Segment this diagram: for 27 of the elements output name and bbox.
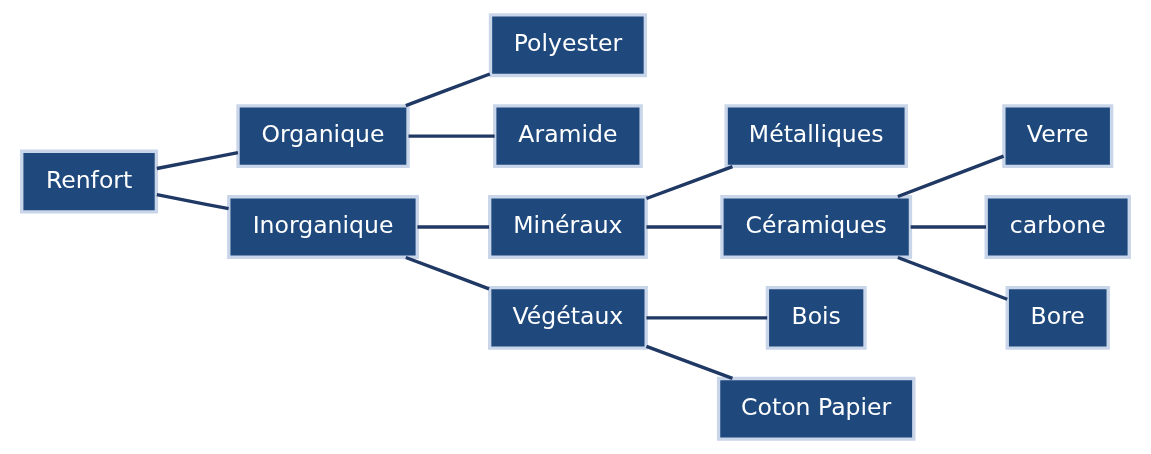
connector — [156, 150, 239, 171]
connector — [646, 225, 722, 229]
connector — [645, 344, 734, 380]
node-box: Polyester — [488, 13, 648, 78]
node-box: Métalliques — [724, 104, 908, 169]
connector — [646, 316, 768, 320]
node-box: Bore — [1005, 285, 1110, 350]
node-box: Renfort — [20, 149, 159, 214]
connector — [910, 225, 987, 229]
node-box: Aramide — [493, 104, 643, 169]
connector — [645, 164, 734, 201]
connector — [156, 192, 229, 211]
node-box: carbone — [984, 195, 1131, 259]
node-box: Minéraux — [487, 195, 648, 259]
connector — [405, 255, 490, 291]
node-box: Verre — [1002, 104, 1114, 169]
node-box: Céramiques — [720, 195, 913, 259]
node-box: Bois — [765, 285, 867, 350]
node-box: Organique — [236, 104, 410, 169]
node-box: Coton Papier — [716, 376, 916, 441]
node-box: Inorganique — [227, 195, 419, 259]
connector — [417, 225, 490, 229]
connector — [408, 134, 495, 138]
connector — [897, 154, 1005, 199]
node-box: Végétaux — [487, 285, 648, 350]
connector — [405, 72, 491, 108]
connector — [897, 255, 1008, 301]
